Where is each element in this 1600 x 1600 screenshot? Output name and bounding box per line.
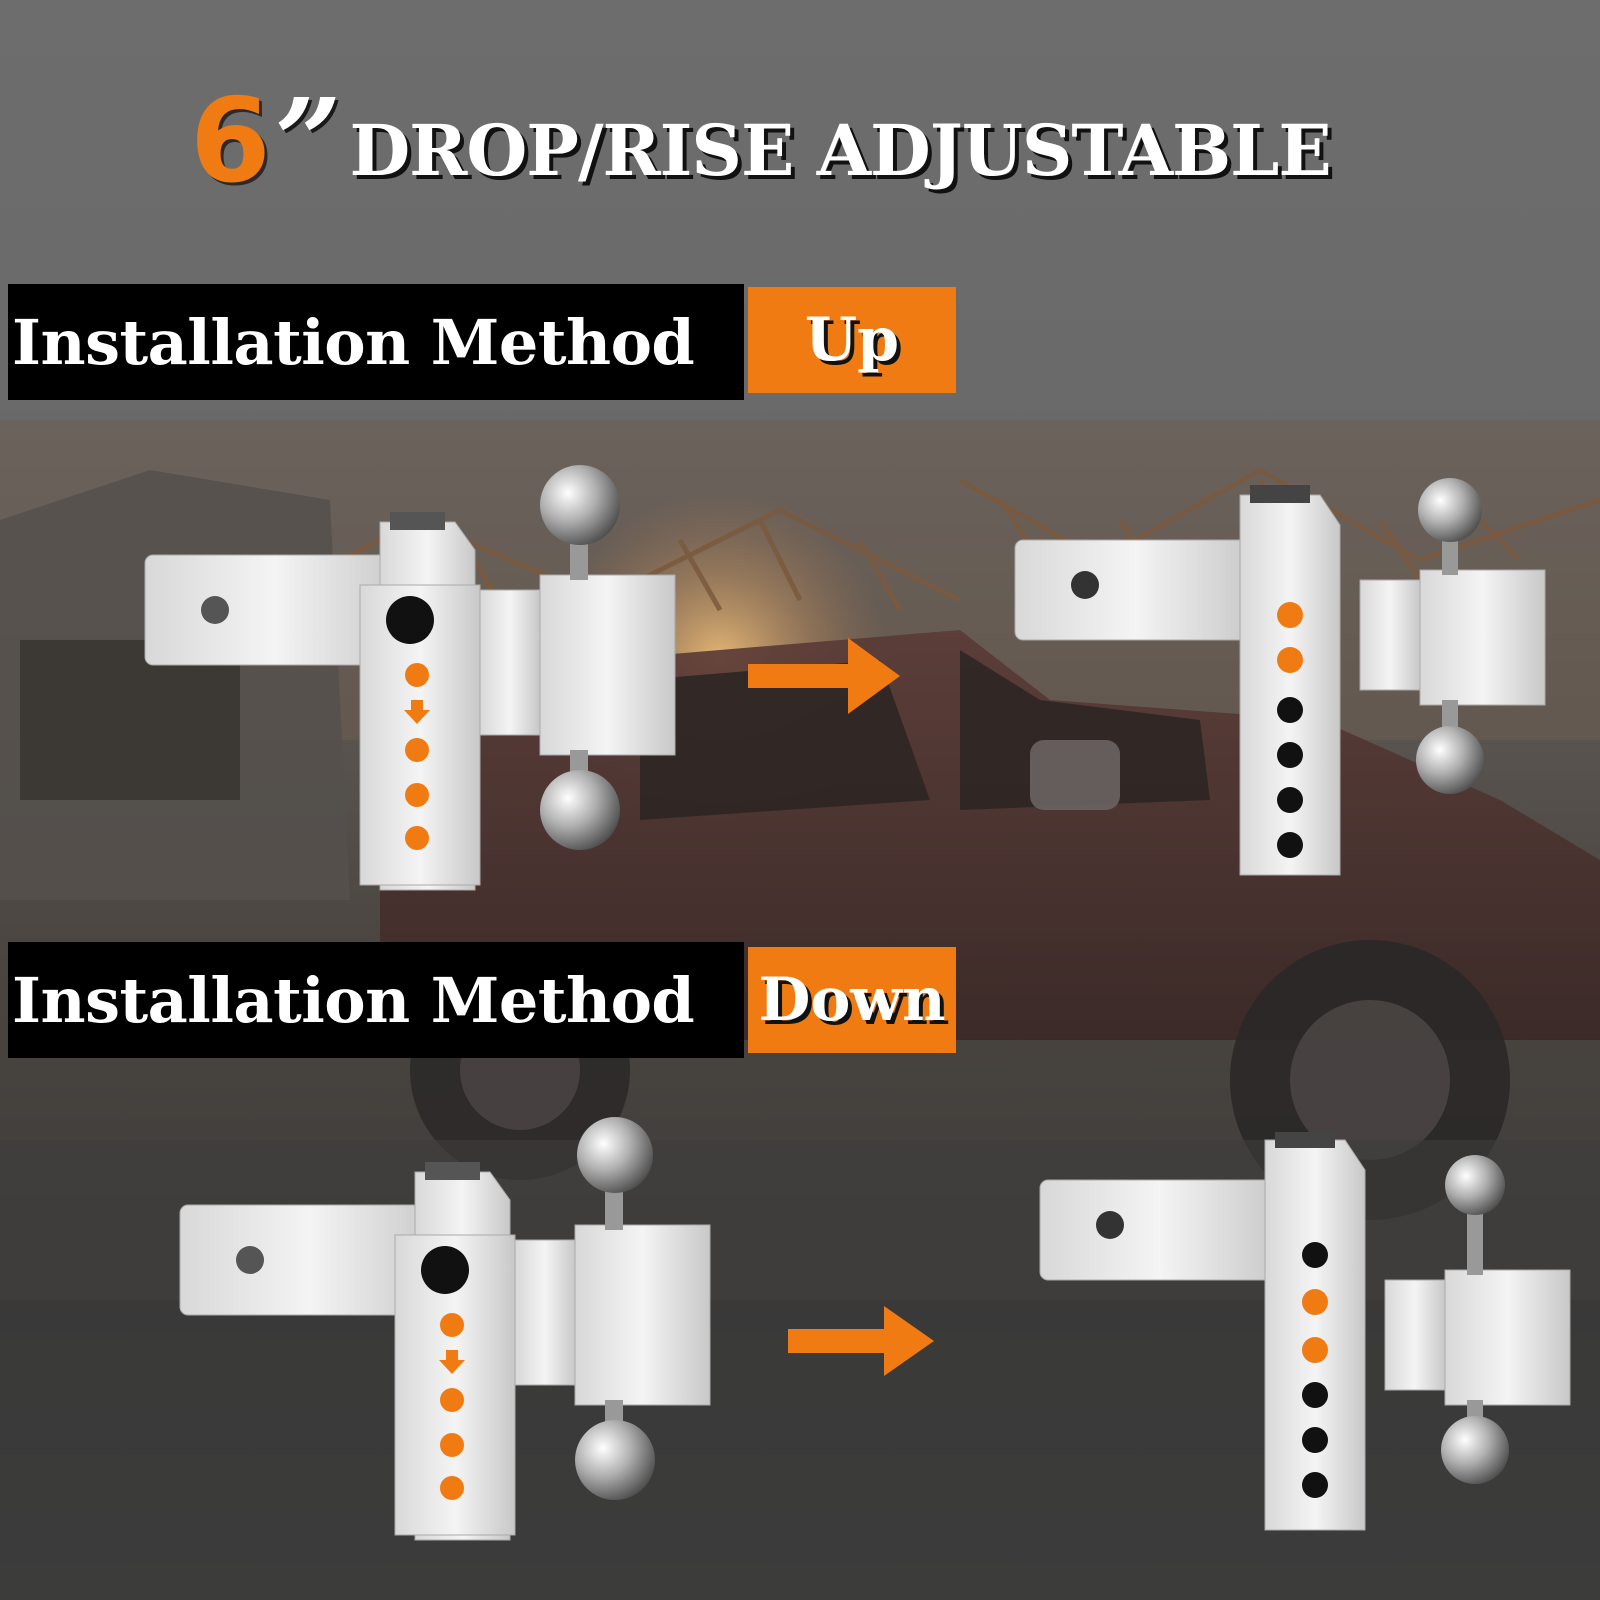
bottom-ball — [540, 770, 620, 850]
bottom-ball — [1416, 726, 1484, 794]
hitch-after-up — [1014, 478, 1546, 876]
adjust-arrows — [439, 1313, 465, 1500]
top-ball — [1445, 1155, 1505, 1215]
shank — [1014, 539, 1256, 641]
arrow-right-icon — [748, 638, 900, 714]
bottom-ball — [575, 1420, 655, 1500]
adjust-holes — [1277, 602, 1303, 858]
adjust-holes — [1302, 1242, 1328, 1498]
pin-hole — [201, 596, 229, 624]
top-ball — [577, 1117, 653, 1193]
lock-knob — [386, 596, 434, 644]
headline-text: DROP/RISE ADJUSTABLE — [349, 109, 1331, 192]
shank — [1039, 1179, 1281, 1281]
drop-size-number: 6 — [190, 74, 271, 209]
top-ball — [1418, 478, 1482, 542]
lock-knob — [421, 1246, 469, 1294]
pin-hole — [1096, 1211, 1124, 1239]
headline: 6 ” DROP/RISE ADJUSTABLE — [190, 70, 1332, 210]
pin-hole — [1071, 571, 1099, 599]
ball-mount — [1444, 1269, 1571, 1406]
installation-method-label-down: Installation Method — [8, 942, 744, 1058]
drop-bar — [1239, 494, 1341, 876]
installation-method-label-up: Installation Method — [8, 284, 744, 400]
hitch-before-down — [179, 1117, 711, 1541]
hitch-after-down — [1039, 1132, 1571, 1531]
top-ball — [540, 465, 620, 545]
tag-down: Down — [748, 947, 956, 1053]
drop-bar — [1264, 1139, 1366, 1531]
ball-mount — [574, 1224, 711, 1406]
adjust-arrows — [404, 663, 430, 850]
ball-mount — [539, 574, 676, 756]
tag-up: Up — [748, 287, 956, 393]
bottom-ball — [1441, 1416, 1509, 1484]
hitch-before-up — [144, 465, 676, 891]
arrow-right-icon — [788, 1306, 934, 1376]
pin-hole — [236, 1246, 264, 1274]
ball-mount — [1419, 569, 1546, 706]
inch-mark: ” — [274, 74, 342, 210]
